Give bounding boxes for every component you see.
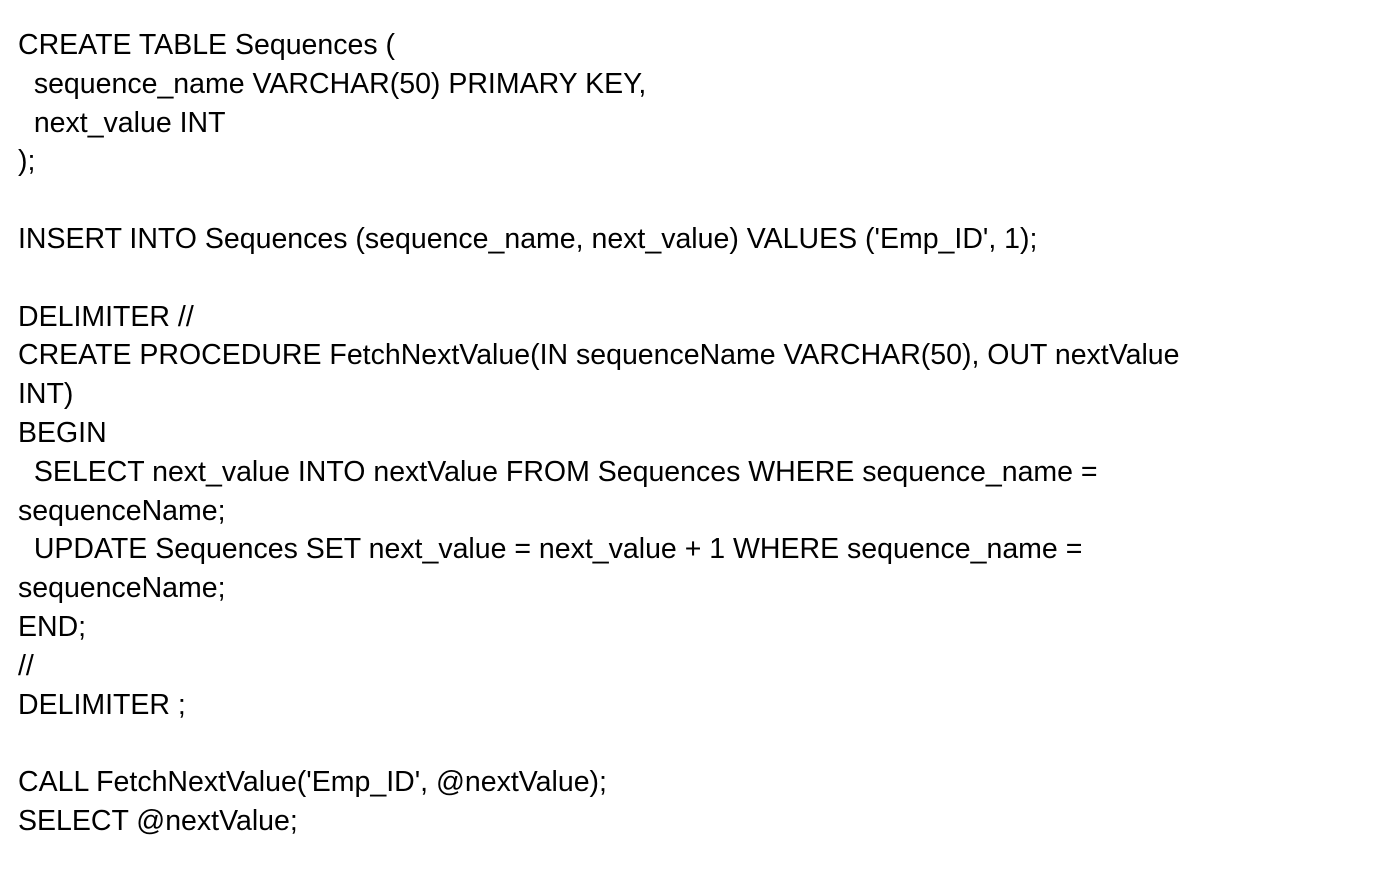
code-line: END; — [18, 610, 87, 643]
code-line: UPDATE Sequences SET next_value = next_v… — [18, 533, 1083, 566]
blank-line — [18, 724, 1358, 763]
blank-line — [18, 259, 1358, 298]
code-line: // — [18, 649, 34, 682]
code-line: INT) — [18, 378, 74, 411]
code-line: CREATE PROCEDURE FetchNextValue(IN seque… — [18, 339, 1180, 372]
code-line: SELECT @nextValue; — [18, 804, 298, 837]
sql-code-document: CREATE TABLE Sequences ( sequence_name V… — [18, 26, 1358, 841]
code-line: INSERT INTO Sequences (sequence_name, ne… — [18, 222, 1038, 255]
code-line: CREATE TABLE Sequences ( — [18, 29, 395, 61]
code-line: sequenceName; — [18, 494, 226, 527]
code-line: ); — [18, 145, 36, 178]
code-line: next_value INT — [18, 106, 226, 139]
code-line: BEGIN — [18, 416, 107, 449]
blank-line — [18, 181, 1358, 220]
code-line: CALL FetchNextValue('Emp_ID', @nextValue… — [18, 766, 607, 799]
code-line: DELIMITER // — [18, 300, 194, 333]
code-line: sequence_name VARCHAR(50) PRIMARY KEY, — [18, 67, 647, 100]
code-line: DELIMITER ; — [18, 688, 186, 721]
code-line: SELECT next_value INTO nextValue FROM Se… — [18, 455, 1098, 488]
code-line: sequenceName; — [18, 572, 226, 605]
